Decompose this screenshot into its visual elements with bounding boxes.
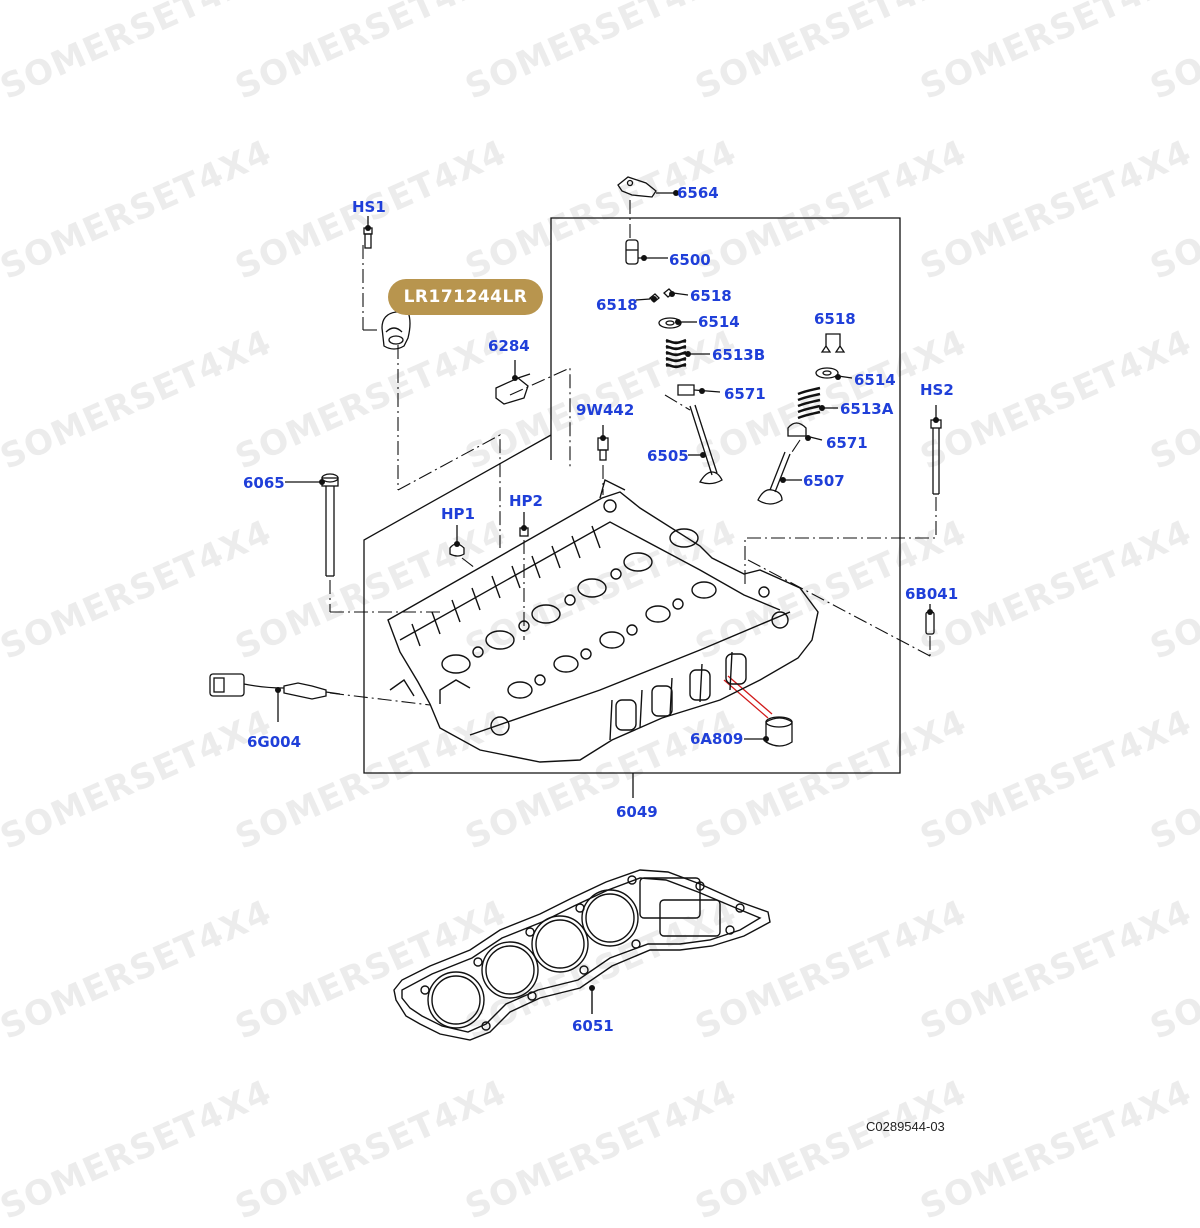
plug-6a809-drawing	[723, 675, 793, 747]
hs1-bolt-drawing	[363, 216, 373, 249]
label-6518-right: 6518	[690, 287, 732, 305]
label-hp1: HP1	[441, 505, 475, 523]
label-6505: 6505	[647, 447, 689, 465]
label-hs2: HS2	[920, 381, 954, 399]
label-6514-left: 6514	[698, 313, 740, 331]
exploded-view-drawing	[209, 176, 942, 1041]
rocker-arm-drawing	[617, 176, 676, 198]
label-6571-right: 6571	[826, 434, 868, 452]
label-6513a: 6513A	[840, 400, 894, 418]
label-6514-right: 6514	[854, 371, 896, 389]
head-gasket-drawing	[393, 869, 771, 1041]
spring-retainers-drawing	[658, 317, 853, 379]
dowel-6b041-drawing	[925, 604, 935, 635]
label-6513b: 6513B	[712, 346, 766, 364]
highlighted-bracket-drawing	[381, 311, 411, 350]
leader-dots	[275, 190, 939, 991]
alignment-lines	[329, 200, 937, 706]
lash-adjuster-drawing	[625, 239, 668, 265]
assembly-frame	[363, 217, 901, 798]
label-6b041: 6B041	[905, 585, 959, 603]
sensor-6284-drawing	[495, 360, 531, 405]
valve-springs-drawing	[665, 338, 838, 420]
label-6500: 6500	[669, 251, 711, 269]
plug-9w442-drawing	[597, 425, 609, 461]
label-hs1: HS1	[352, 198, 386, 216]
cylinder-head-drawing	[387, 478, 819, 763]
label-6518-left: 6518	[596, 296, 638, 314]
label-6051: 6051	[572, 1017, 614, 1035]
label-6571-left: 6571	[724, 385, 766, 403]
label-6g004: 6G004	[247, 733, 302, 751]
head-bolt-6065-drawing	[285, 473, 339, 577]
label-6049: 6049	[616, 803, 658, 821]
highlighted-part-badge[interactable]: LR171244LR	[388, 279, 543, 315]
label-6518-exhaust: 6518	[814, 310, 856, 328]
label-hp2: HP2	[509, 492, 543, 510]
label-9w442: 9W442	[576, 401, 635, 419]
diagram-reference: C0289544-03	[866, 1119, 945, 1134]
label-6564: 6564	[677, 184, 719, 202]
label-6065: 6065	[243, 474, 285, 492]
valve-keepers-drawing	[635, 288, 846, 353]
label-6a809: 6A809	[690, 730, 744, 748]
sensor-6g004-drawing	[209, 673, 341, 722]
label-6284: 6284	[488, 337, 530, 355]
label-6507: 6507	[803, 472, 845, 490]
